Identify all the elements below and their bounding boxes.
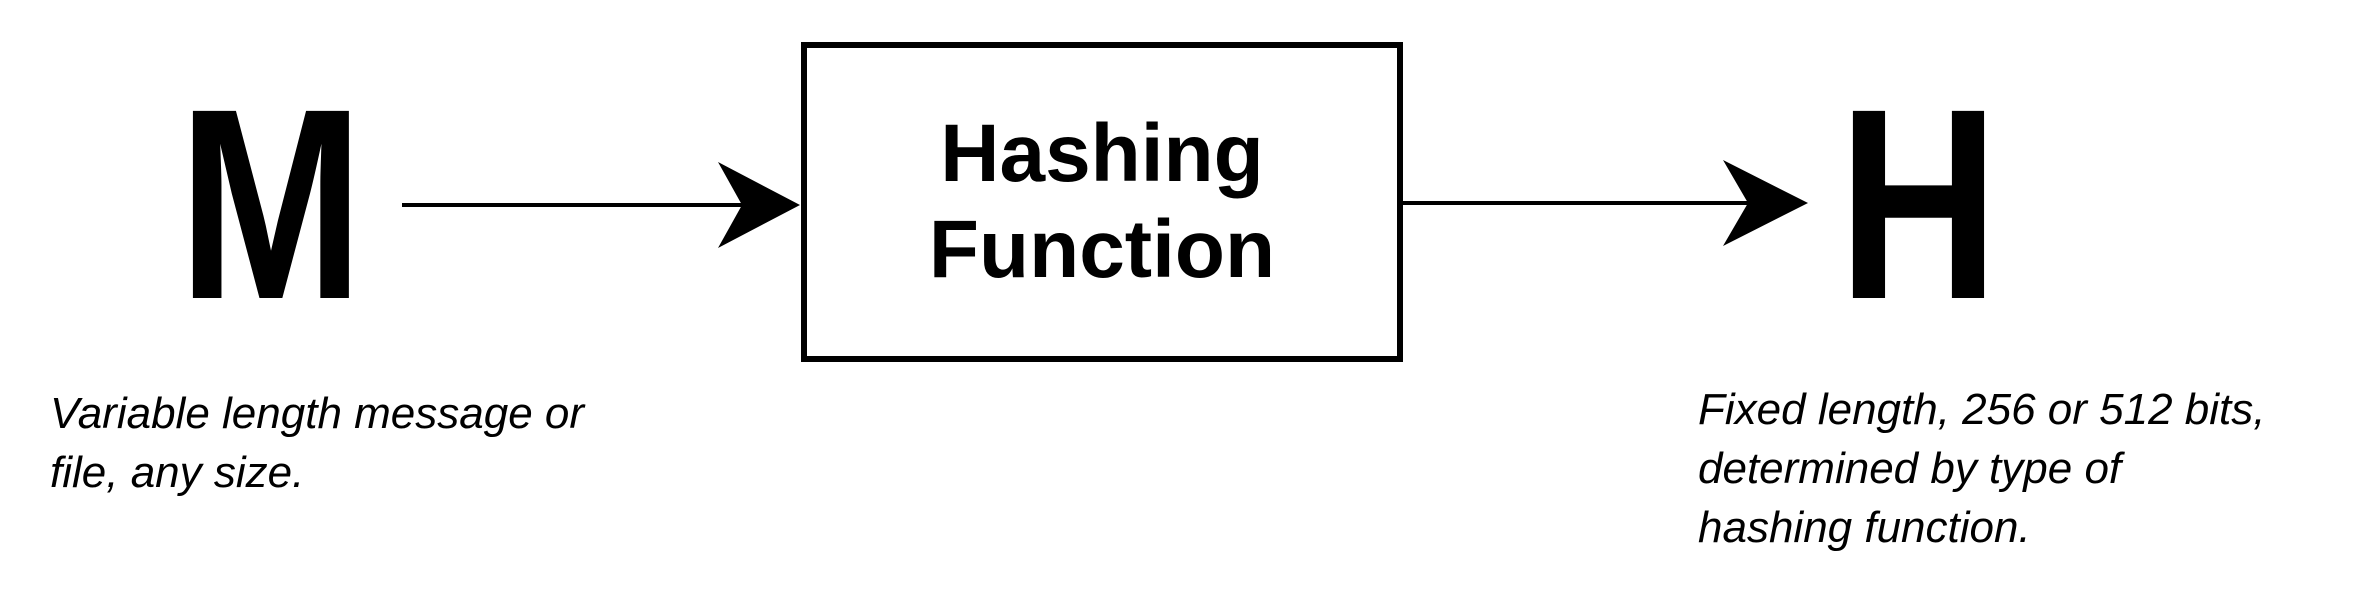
input-symbol: M — [178, 52, 364, 356]
output-caption-line-3: hashing function. — [1698, 503, 2031, 552]
output-caption-line-2: determined by type of — [1698, 444, 2122, 493]
output-caption: Fixed length, 256 or 512 bits, determine… — [1698, 380, 2265, 557]
input-caption-line-2: file, any size. — [50, 448, 305, 497]
function-label-line-2: Function — [928, 204, 1276, 295]
arrow-function-to-output — [1403, 160, 1808, 246]
hashing-function-box: Hashing Function — [801, 42, 1403, 362]
arrowhead — [718, 162, 800, 248]
arrow-input-to-function — [402, 162, 800, 248]
arrowhead — [1723, 160, 1808, 246]
output-symbol: H — [1838, 52, 2000, 356]
function-label-line-1: Hashing — [940, 108, 1264, 199]
output-caption-line-1: Fixed length, 256 or 512 bits, — [1698, 385, 2266, 434]
input-caption: Variable length message or file, any siz… — [50, 384, 584, 502]
input-caption-line-1: Variable length message or — [50, 389, 585, 438]
